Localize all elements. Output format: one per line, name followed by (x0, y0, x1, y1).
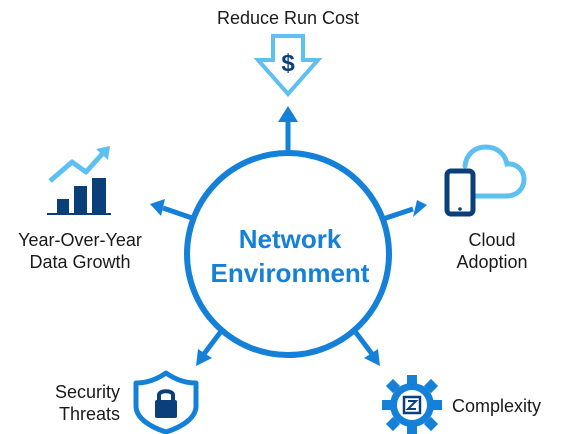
arrow-right (382, 200, 427, 222)
label-security-threats: Security Threats (30, 381, 120, 425)
label-cloud-adoption-line1: Cloud (468, 230, 516, 250)
label-data-growth-line2: Data Growth (29, 252, 131, 272)
center-title-line2: Environment (210, 258, 370, 288)
label-cloud-adoption: Cloud Adoption (437, 229, 547, 273)
arrow-left (150, 199, 196, 222)
label-security-threats-line1: Security (54, 382, 120, 402)
dollar-down-arrow-icon: $ (253, 34, 323, 98)
arrow-bottom-left (196, 328, 224, 366)
phone-cloud-icon (444, 144, 527, 217)
label-cloud-adoption-line2: Adoption (456, 252, 528, 272)
label-security-threats-line2: Threats (58, 404, 120, 424)
label-data-growth-line1: Year-Over-Year (18, 230, 142, 250)
label-reduce-run-cost: Reduce Run Cost (216, 8, 360, 28)
growth-bar-chart-icon (47, 146, 111, 215)
arrow-bottom-right (352, 328, 380, 366)
arrows (150, 106, 427, 366)
center-title: Network Environment (190, 222, 390, 290)
shield-lock-icon (133, 370, 199, 434)
label-complexity: Complexity (452, 396, 542, 416)
dollar-symbol: $ (281, 50, 295, 77)
label-data-growth: Year-Over-Year Data Growth (10, 229, 150, 273)
gear-chip-icon (382, 375, 442, 434)
center-title-line1: Network (238, 224, 342, 254)
arrow-top (278, 106, 298, 153)
